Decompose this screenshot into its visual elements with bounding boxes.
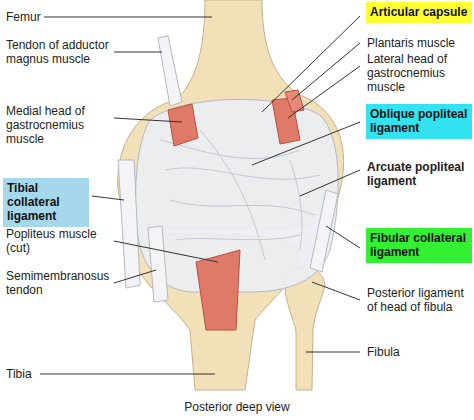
- part-label: Fibula: [367, 345, 467, 359]
- ligament-name: Tibial collateral ligament: [7, 181, 85, 223]
- part-label: Popliteus muscle (cut): [6, 227, 112, 255]
- view-caption: Posterior deep view: [137, 400, 337, 414]
- ligament-name: Oblique popliteal ligament: [370, 107, 468, 135]
- part-label: Semimembranosus tendon: [6, 269, 112, 297]
- highlight-box: Articular capsule: [366, 2, 472, 23]
- part-label: Tibia: [6, 367, 66, 381]
- part-label: Medial head of gastrocnemius muscle: [6, 104, 112, 146]
- part-label: Femur: [6, 10, 66, 24]
- ligament-name: Fibular collateral ligament: [370, 231, 468, 259]
- part-label: Posterior ligament of head of fibula: [367, 286, 471, 314]
- part-label: Plantaris muscle: [367, 36, 471, 50]
- part-label: Tendon of adductor magnus muscle: [6, 38, 112, 66]
- ligament-name: Articular capsule: [370, 5, 468, 19]
- highlight-box: Tibial collateral ligament: [3, 178, 89, 227]
- highlight-box: Fibular collateral ligament: [366, 228, 472, 263]
- part-label: Arcuate popliteal ligament: [367, 160, 471, 188]
- part-label: Lateral head of gastrocnemius muscle: [367, 52, 471, 94]
- highlight-box: Oblique popliteal ligament: [366, 104, 472, 139]
